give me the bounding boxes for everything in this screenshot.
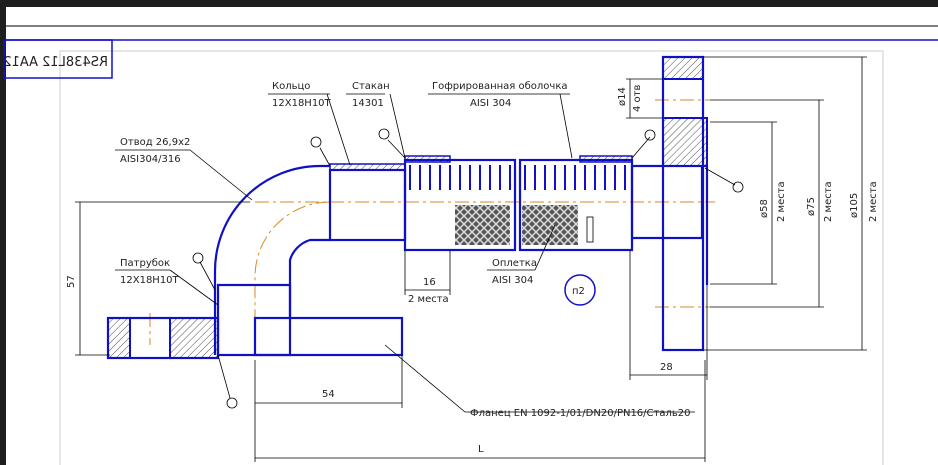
window-left-bar bbox=[0, 0, 6, 465]
dim-58: ø58 bbox=[759, 199, 770, 218]
braid-label: Оплетка bbox=[492, 258, 537, 269]
pipe-material: 12X18H10T bbox=[120, 275, 180, 286]
note-text: п2 bbox=[572, 286, 585, 297]
leaders bbox=[115, 93, 744, 413]
dim-16-note: 2 места bbox=[408, 294, 449, 305]
bellows-label: Гофрированная оболочка bbox=[432, 81, 568, 92]
bellows[interactable] bbox=[403, 155, 634, 252]
dim-14-note: 4 отв bbox=[632, 85, 643, 112]
cup-label: Стакан bbox=[352, 81, 390, 92]
dim-14: ø14 bbox=[617, 87, 628, 106]
dim-54: 54 bbox=[322, 389, 335, 400]
elbow-material: AISI304/316 bbox=[120, 154, 181, 165]
braid-material: AISI 304 bbox=[492, 275, 533, 286]
dimension-lines bbox=[75, 56, 867, 462]
elbow-label: Отвод 26,9x2 bbox=[120, 137, 190, 148]
flange-label: Фланец EN 1092-1/01/DN20/PN16/Сталь20 bbox=[470, 408, 691, 419]
elbow[interactable] bbox=[213, 164, 331, 355]
window-top-bar bbox=[0, 0, 938, 7]
dim-28: 28 bbox=[660, 362, 673, 373]
left-flange[interactable] bbox=[106, 283, 404, 360]
bellows-material: AISI 304 bbox=[470, 98, 511, 109]
right-flange[interactable] bbox=[661, 55, 709, 352]
dim-58-note: 2 места bbox=[776, 181, 787, 222]
note-balloon bbox=[564, 274, 596, 306]
cup-material: 14301 bbox=[352, 98, 384, 109]
sheet-border bbox=[59, 50, 884, 465]
dim-105-note: 2 места bbox=[868, 181, 879, 222]
braid bbox=[455, 205, 510, 245]
dim-105: ø105 bbox=[849, 193, 860, 218]
dim-75: ø75 bbox=[806, 197, 817, 216]
dim-16: 16 bbox=[423, 277, 436, 288]
dim-57: 57 bbox=[66, 275, 77, 288]
ring-material: 12X18H10T bbox=[272, 98, 332, 109]
stamp-text: RS438L12 AA12E (90-0 bbox=[0, 55, 108, 70]
pipe-section[interactable] bbox=[328, 168, 407, 242]
stamp-box bbox=[3, 39, 113, 79]
ring-label: Кольцо bbox=[272, 81, 310, 92]
dim-75-note: 2 места bbox=[823, 181, 834, 222]
dim-L: L bbox=[478, 444, 484, 455]
pipe-label: Патрубок bbox=[120, 258, 170, 269]
